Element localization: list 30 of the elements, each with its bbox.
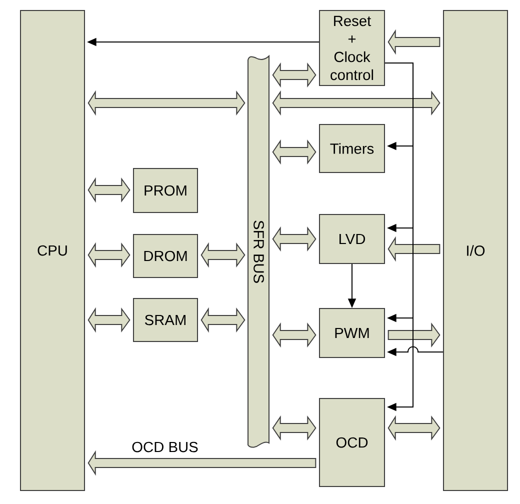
bus-arrow (88, 307, 130, 333)
bus-arrow (272, 90, 440, 116)
bus-arrow (388, 322, 440, 348)
bus-arrow (88, 450, 316, 476)
bus-arrow (200, 307, 246, 333)
signal-arrow (384, 62, 414, 412)
bus-arrow (388, 29, 440, 55)
bus-arrow (88, 242, 130, 268)
module-block: LVD (319, 214, 385, 264)
memory-block: DROM (133, 234, 198, 278)
bus-arrow (272, 139, 316, 165)
bus-arrow (200, 242, 246, 268)
bus-bar: SFR BUS (248, 56, 270, 448)
bus-arrow (388, 236, 440, 262)
module-block: Timers (319, 124, 385, 173)
module-block: OCD (319, 398, 385, 487)
module-block: Reset + Clock control (319, 10, 385, 86)
bus-arrow (272, 62, 316, 88)
bus-arrow (272, 322, 316, 348)
bus-arrow (88, 90, 246, 116)
bus-arrow (272, 415, 316, 441)
module-block: PWM (319, 308, 385, 358)
bus-arrow (88, 177, 130, 203)
memory-block: SRAM (133, 298, 198, 342)
io-block: I/O (443, 10, 508, 491)
bus-arrow (388, 415, 440, 441)
bus-arrow (272, 226, 316, 252)
edge-label: OCD BUS (130, 440, 200, 454)
cpu-block: CPU (20, 10, 85, 491)
memory-block: PROM (133, 168, 198, 213)
